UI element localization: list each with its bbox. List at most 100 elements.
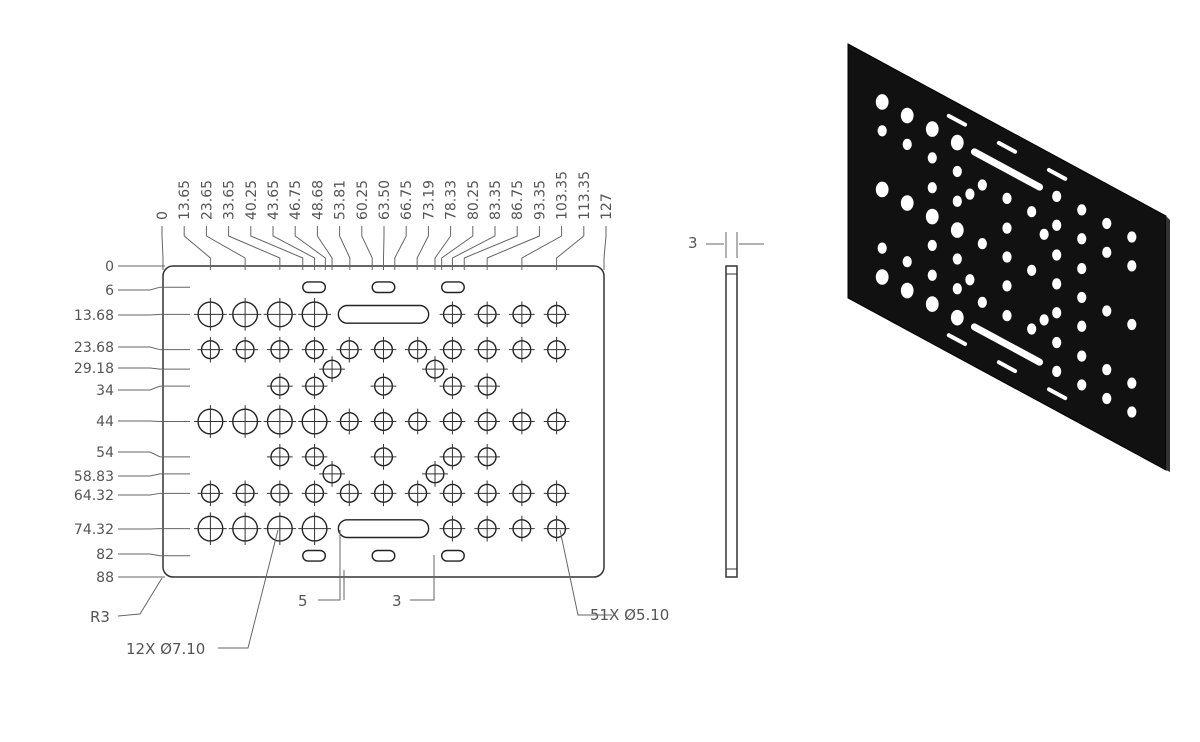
hole-centerline (509, 336, 535, 363)
hole-centerline (336, 336, 363, 363)
hole-centerline (194, 298, 227, 331)
hole-centerline (439, 336, 466, 363)
iso-hole (1102, 246, 1112, 258)
hole-centerline (298, 405, 331, 438)
iso-slot (996, 360, 1018, 374)
iso-hole (1039, 314, 1049, 326)
x-dimension-label: 73.19 (421, 180, 437, 220)
iso-hole (877, 242, 887, 254)
x-dimension-label: 43.65 (266, 180, 282, 220)
hole-centerline (474, 408, 501, 435)
iso-hole (950, 309, 964, 326)
y-dimension-leader (118, 473, 190, 477)
small-hole (543, 408, 570, 435)
iso-hole (1127, 406, 1137, 418)
x-dimension-leader (250, 226, 304, 270)
small-slot (371, 281, 396, 294)
hole-centerline (197, 336, 224, 363)
iso-hole (1102, 217, 1112, 230)
small-hole (301, 480, 328, 507)
plate-thickness (1166, 216, 1170, 472)
iso-hole (1077, 291, 1087, 304)
hole-centerline (439, 373, 466, 400)
hole-centerline (228, 405, 262, 438)
hole-centerline (228, 512, 262, 545)
hole-centerline (370, 336, 397, 363)
side-view (706, 232, 764, 578)
x-dimension-label: 48.68 (310, 180, 326, 220)
large-hole (228, 405, 262, 438)
iso-hole (1052, 219, 1062, 231)
small-hole (232, 336, 258, 363)
small-hole (301, 373, 328, 400)
y-dimension-leader (118, 313, 190, 316)
y-dimension-label: 23.68 (74, 340, 114, 356)
small-hole (439, 373, 466, 400)
iso-hole (977, 238, 987, 250)
iso-hole (1052, 336, 1062, 349)
front-view (162, 265, 605, 578)
x-dimension-label: 46.75 (288, 180, 304, 220)
small-hole (474, 301, 501, 328)
iso-hole (875, 181, 889, 198)
small-hole (370, 408, 397, 435)
small-hole (543, 480, 570, 507)
hole-centerline (543, 408, 570, 435)
iso-hole (902, 138, 912, 150)
small-hole (474, 336, 501, 363)
hole-centerline (474, 373, 501, 400)
hole-centerline (474, 301, 501, 328)
iso-hole (1102, 392, 1112, 405)
small-hole (509, 515, 535, 542)
small-hole (439, 301, 466, 328)
hole-centerline (404, 336, 431, 363)
small-hole (439, 443, 466, 470)
hole-centerline (263, 405, 297, 438)
iso-hole (927, 182, 937, 194)
x-dimension-leader (556, 226, 585, 270)
x-dimension-leader (183, 226, 211, 270)
iso-hole (1002, 222, 1012, 234)
isometric-view (847, 43, 1170, 472)
y-dimension-label: 54 (96, 445, 114, 461)
hole-centerline (194, 512, 227, 545)
hole-centerline (474, 336, 501, 363)
small-hole (370, 480, 397, 507)
iso-hole (965, 274, 975, 286)
iso-hole (952, 283, 962, 295)
hole-centerline (370, 480, 397, 507)
y-dimension-label: 58.83 (74, 469, 114, 485)
y-dimension-label: 74.32 (74, 522, 114, 538)
iso-hole (875, 94, 889, 110)
y-dimension-label: 82 (96, 547, 114, 563)
hole-centerline (266, 373, 293, 400)
small-hole (319, 461, 345, 487)
iso-hole (1002, 192, 1012, 204)
x-dimension-leader (416, 226, 429, 270)
small-hole (543, 301, 570, 328)
iso-hole (977, 296, 987, 308)
iso-hole (900, 195, 914, 211)
hole-centerline (439, 480, 466, 507)
iso-hole (952, 253, 962, 265)
hole-centerline (509, 480, 535, 507)
large-hole (194, 405, 227, 438)
y-dimension-leader (118, 420, 190, 422)
x-dimension-leader (272, 226, 316, 270)
y-dimension-leader (118, 385, 190, 391)
iso-hole (1052, 249, 1062, 261)
iso-hole (1027, 264, 1037, 276)
iso-hole (950, 222, 964, 238)
iso-hole (1127, 318, 1137, 331)
small-hole (439, 336, 466, 363)
y-dimension-label: 34 (96, 383, 114, 399)
iso-hole (1077, 350, 1087, 362)
hole-centerline (301, 373, 328, 400)
large-hole (194, 512, 227, 545)
iso-hole (1002, 280, 1012, 292)
small-hole (422, 356, 448, 382)
x-dimension-leader (463, 226, 518, 270)
iso-hole (977, 179, 987, 191)
